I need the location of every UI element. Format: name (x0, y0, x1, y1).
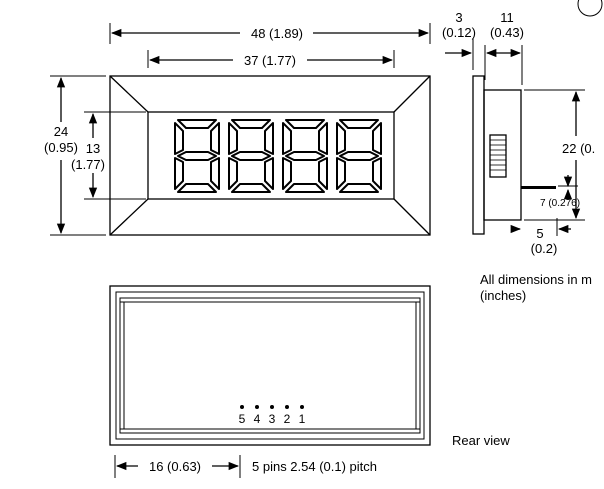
digit-segment (264, 157, 274, 190)
digit-segment (174, 122, 184, 155)
digit-segment (339, 151, 379, 161)
rear-view: 5 4 3 2 1 Rear view 16 (0.63) 5 pins 2.5… (109, 285, 510, 478)
digit-segment (285, 183, 325, 193)
digit-segment (336, 157, 346, 190)
digit-segment (177, 151, 217, 161)
digit-segment (285, 119, 325, 129)
display-window (147, 111, 395, 200)
digit-segment (228, 122, 238, 155)
bezel-depth-in: (0.12) (442, 25, 476, 40)
digit-segment (210, 122, 220, 155)
digit-8 (282, 119, 328, 193)
rear-view-label: Rear view (452, 433, 510, 448)
digit-segment (318, 122, 328, 155)
digit-segment (210, 157, 220, 190)
side-view: 3 (0.12) 11 (0.43) 22 (0. 7 (442, 10, 595, 256)
rear-inner-outline (115, 291, 425, 440)
rear-rail-right (415, 301, 421, 430)
rear-rail-left (119, 301, 125, 430)
digit-segment (372, 157, 382, 190)
side-connector (489, 134, 507, 178)
pin-dot (270, 405, 274, 409)
pin-dot (285, 405, 289, 409)
digit-segment (264, 122, 274, 155)
overall-width-label: 48 (1.89) (251, 26, 303, 41)
pin-dot (255, 405, 259, 409)
digit-segment (177, 183, 217, 193)
rear-pins: 5 4 3 2 1 (239, 405, 306, 426)
digit-segment (282, 157, 292, 190)
bevel-line (393, 198, 431, 236)
inner-width-label: 37 (1.77) (244, 53, 296, 68)
digit-segment (174, 157, 184, 190)
bevel-line (393, 75, 431, 113)
seven-segment-digits (174, 119, 382, 193)
pin-number: 5 (239, 412, 246, 426)
dimensions-note-line2: (inches) (480, 288, 526, 303)
pin-number: 2 (284, 412, 291, 426)
pin-length-label: 7 (0.276) (540, 198, 580, 209)
pin-number: 4 (254, 412, 261, 426)
window-height-in: (1.77) (71, 157, 105, 172)
body-height-label: 22 (0. (562, 141, 595, 156)
pin-pitch-label: 5 pins 2.54 (0.1) pitch (252, 459, 377, 474)
pin-offset-dimension: 16 (0.63) (149, 459, 201, 474)
bevel-line (109, 198, 149, 236)
pin-dot (240, 405, 244, 409)
front-view: 48 (1.89) 37 (1.77) 24 (0.95) 13 (1.77) (44, 23, 431, 236)
height-label-mm: 24 (54, 124, 68, 139)
digit-segment (228, 157, 238, 190)
side-pin (521, 186, 556, 189)
digit-segment (285, 151, 325, 161)
digit-8 (174, 119, 220, 193)
digit-segment (339, 119, 379, 129)
bezel-depth-mm: 3 (455, 10, 462, 25)
rear-outline (109, 285, 431, 446)
digit-segment (177, 119, 217, 129)
digit-8 (228, 119, 274, 193)
body-depth-mm: 11 (500, 10, 514, 25)
body-depth-in: (0.43) (490, 25, 524, 40)
rear-rail-top (119, 297, 421, 303)
digit-segment (282, 122, 292, 155)
side-body (483, 89, 522, 221)
window-height-mm: 13 (86, 141, 100, 156)
digit-segment (372, 122, 382, 155)
height-label-in: (0.95) (44, 140, 78, 155)
front-bezel (109, 75, 431, 236)
digit-segment (231, 183, 271, 193)
digit-segment (318, 157, 328, 190)
pin-offset-in: (0.2) (531, 241, 558, 256)
pin-number: 1 (299, 412, 306, 426)
pin-offset-mm: 5 (536, 226, 543, 241)
pin-number: 3 (269, 412, 276, 426)
bevel-line (109, 75, 149, 113)
side-bezel (472, 75, 485, 235)
rear-rail-bottom (119, 428, 421, 434)
digit-segment (339, 183, 379, 193)
digit-8 (336, 119, 382, 193)
corner-circle-icon (577, 0, 603, 17)
dimensions-note-line1: All dimensions in m (480, 272, 592, 287)
connector-hatching (490, 139, 506, 171)
digit-segment (231, 119, 271, 129)
digit-segment (231, 151, 271, 161)
digit-segment (336, 122, 346, 155)
pin-dot (300, 405, 304, 409)
